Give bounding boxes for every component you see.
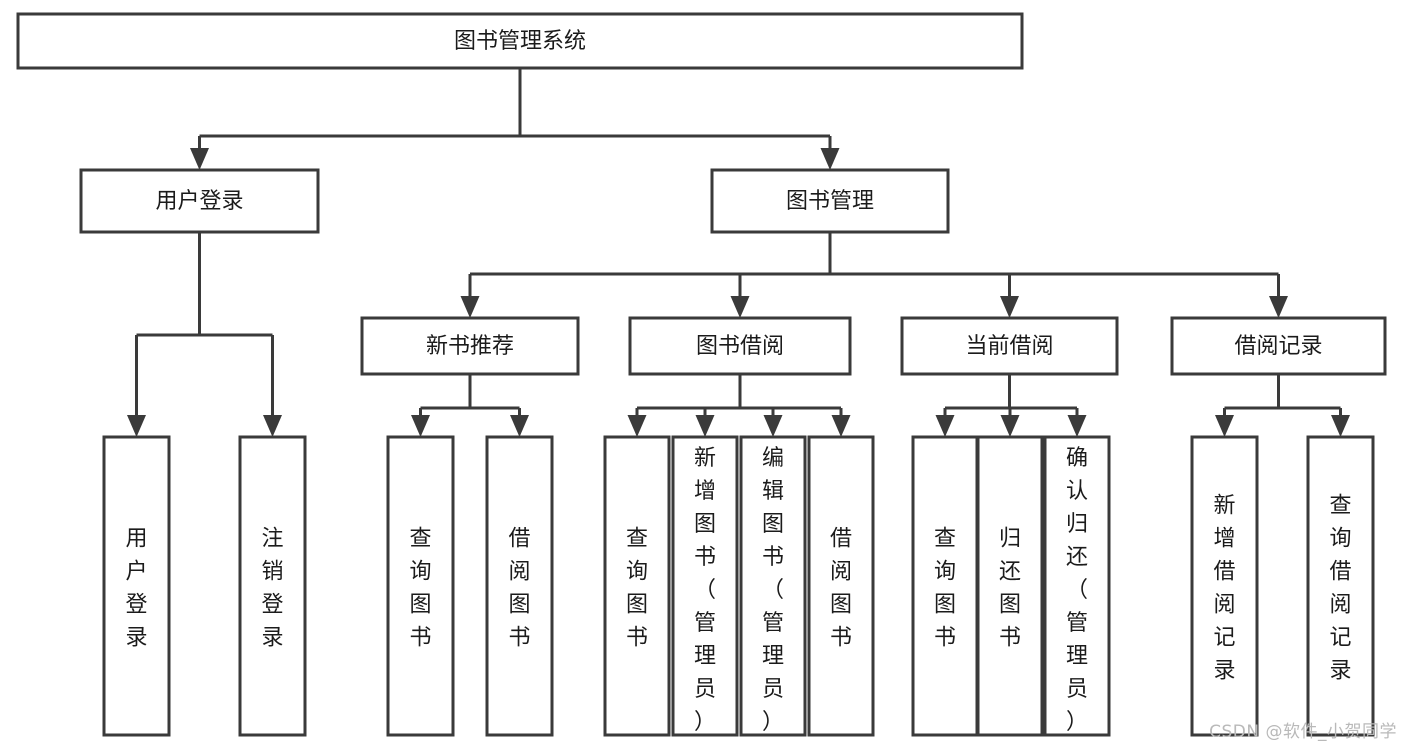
node-label: 用户登录 (125, 527, 147, 651)
node-box (360, 316, 580, 376)
node-label: 用户登录 (155, 189, 243, 214)
arrow-head-icon (730, 296, 750, 318)
node-label: 查询图书 (934, 527, 956, 651)
arrow-head-icon (1000, 296, 1019, 318)
node-leaf_borrow_edit[interactable]: 编辑图书（管理员） (739, 435, 807, 737)
node-box (628, 316, 852, 376)
node-box (739, 435, 807, 737)
node-box (102, 435, 171, 737)
node-box (1190, 435, 1259, 737)
arrow-head-icon (1067, 415, 1087, 437)
arrow-head-icon (820, 148, 840, 170)
node-root[interactable]: 图书管理系统 (16, 12, 1024, 70)
node-box (710, 168, 950, 234)
node-leaf_cur_query[interactable]: 查询图书 (911, 435, 979, 737)
node-leaf_borrow_add[interactable]: 新增图书（管理员） (671, 435, 739, 737)
arrow-head-icon (763, 415, 783, 437)
node-leaf_borrow_query[interactable]: 查询图书 (603, 435, 671, 737)
node-l2_record[interactable]: 借阅记录 (1170, 316, 1387, 376)
node-leaf_cur_confirm[interactable]: 确认归还（管理员） (1043, 435, 1111, 737)
node-label: 注销登录 (261, 527, 283, 651)
node-box (1306, 435, 1375, 737)
node-label: 借阅图书 (508, 527, 530, 651)
watermark-text: CSDN @软件_小贺同学 (1209, 722, 1397, 742)
node-box (603, 435, 671, 737)
node-l1_user[interactable]: 用户登录 (79, 168, 320, 234)
node-layer: 图书管理系统用户登录图书管理新书推荐图书借阅当前借阅借阅记录用户登录注销登录查询… (16, 12, 1387, 737)
arrow-head-icon (627, 415, 647, 437)
node-label: 借阅图书 (830, 527, 852, 651)
node-box (671, 435, 739, 737)
arrow-head-icon (695, 415, 715, 437)
node-l1_book[interactable]: 图书管理 (710, 168, 950, 234)
arrow-head-icon (263, 415, 282, 437)
node-box (1043, 435, 1111, 737)
node-box (79, 168, 320, 234)
node-label: 归还图书 (999, 527, 1021, 651)
node-leaf_rec_add[interactable]: 新增借阅记录 (1190, 435, 1259, 737)
arrow-head-icon (460, 296, 480, 318)
arrow-head-icon (1000, 415, 1020, 437)
node-l2_current[interactable]: 当前借阅 (900, 316, 1119, 376)
node-box (16, 12, 1024, 70)
node-label: 图书管理 (786, 189, 874, 214)
arrow-head-icon (510, 415, 529, 437)
node-l2_new[interactable]: 新书推荐 (360, 316, 580, 376)
arrow-head-icon (190, 148, 209, 170)
node-label: 确认归还（管理员） (1066, 446, 1088, 735)
node-leaf_user_login[interactable]: 用户登录 (102, 435, 171, 737)
node-label: 图书借阅 (696, 334, 784, 359)
node-leaf_new_borrow[interactable]: 借阅图书 (485, 435, 554, 737)
connector-layer (127, 68, 1350, 437)
node-box (807, 435, 875, 737)
node-leaf_rec_query[interactable]: 查询借阅记录 (1306, 435, 1375, 737)
node-box (911, 435, 979, 737)
node-l2_borrow[interactable]: 图书借阅 (628, 316, 852, 376)
arrow-head-icon (935, 415, 955, 437)
arrow-head-icon (1215, 415, 1234, 437)
arrow-head-icon (127, 415, 146, 437)
node-label: 新书推荐 (426, 334, 514, 359)
node-box (1170, 316, 1387, 376)
node-box (900, 316, 1119, 376)
arrow-head-icon (1331, 415, 1350, 437)
node-label: 当前借阅 (965, 334, 1053, 359)
node-label: 图书管理系统 (454, 29, 586, 54)
node-label: 新增借阅记录 (1213, 494, 1235, 684)
node-leaf_borrow_do[interactable]: 借阅图书 (807, 435, 875, 737)
node-box (238, 435, 307, 737)
node-label: 编辑图书（管理员） (762, 446, 784, 735)
node-leaf_cur_return[interactable]: 归还图书 (976, 435, 1044, 737)
node-box (386, 435, 455, 737)
node-label: 借阅记录 (1234, 334, 1322, 359)
node-leaf_user_logout[interactable]: 注销登录 (238, 435, 307, 737)
node-label: 新增图书（管理员） (694, 446, 716, 735)
node-box (485, 435, 554, 737)
node-label: 查询图书 (626, 527, 648, 651)
arrow-head-icon (831, 415, 851, 437)
arrow-head-icon (1269, 296, 1288, 318)
node-label: 查询图书 (409, 527, 431, 651)
node-label: 查询借阅记录 (1329, 494, 1351, 684)
node-leaf_new_query[interactable]: 查询图书 (386, 435, 455, 737)
arrow-head-icon (411, 415, 430, 437)
node-box (976, 435, 1044, 737)
